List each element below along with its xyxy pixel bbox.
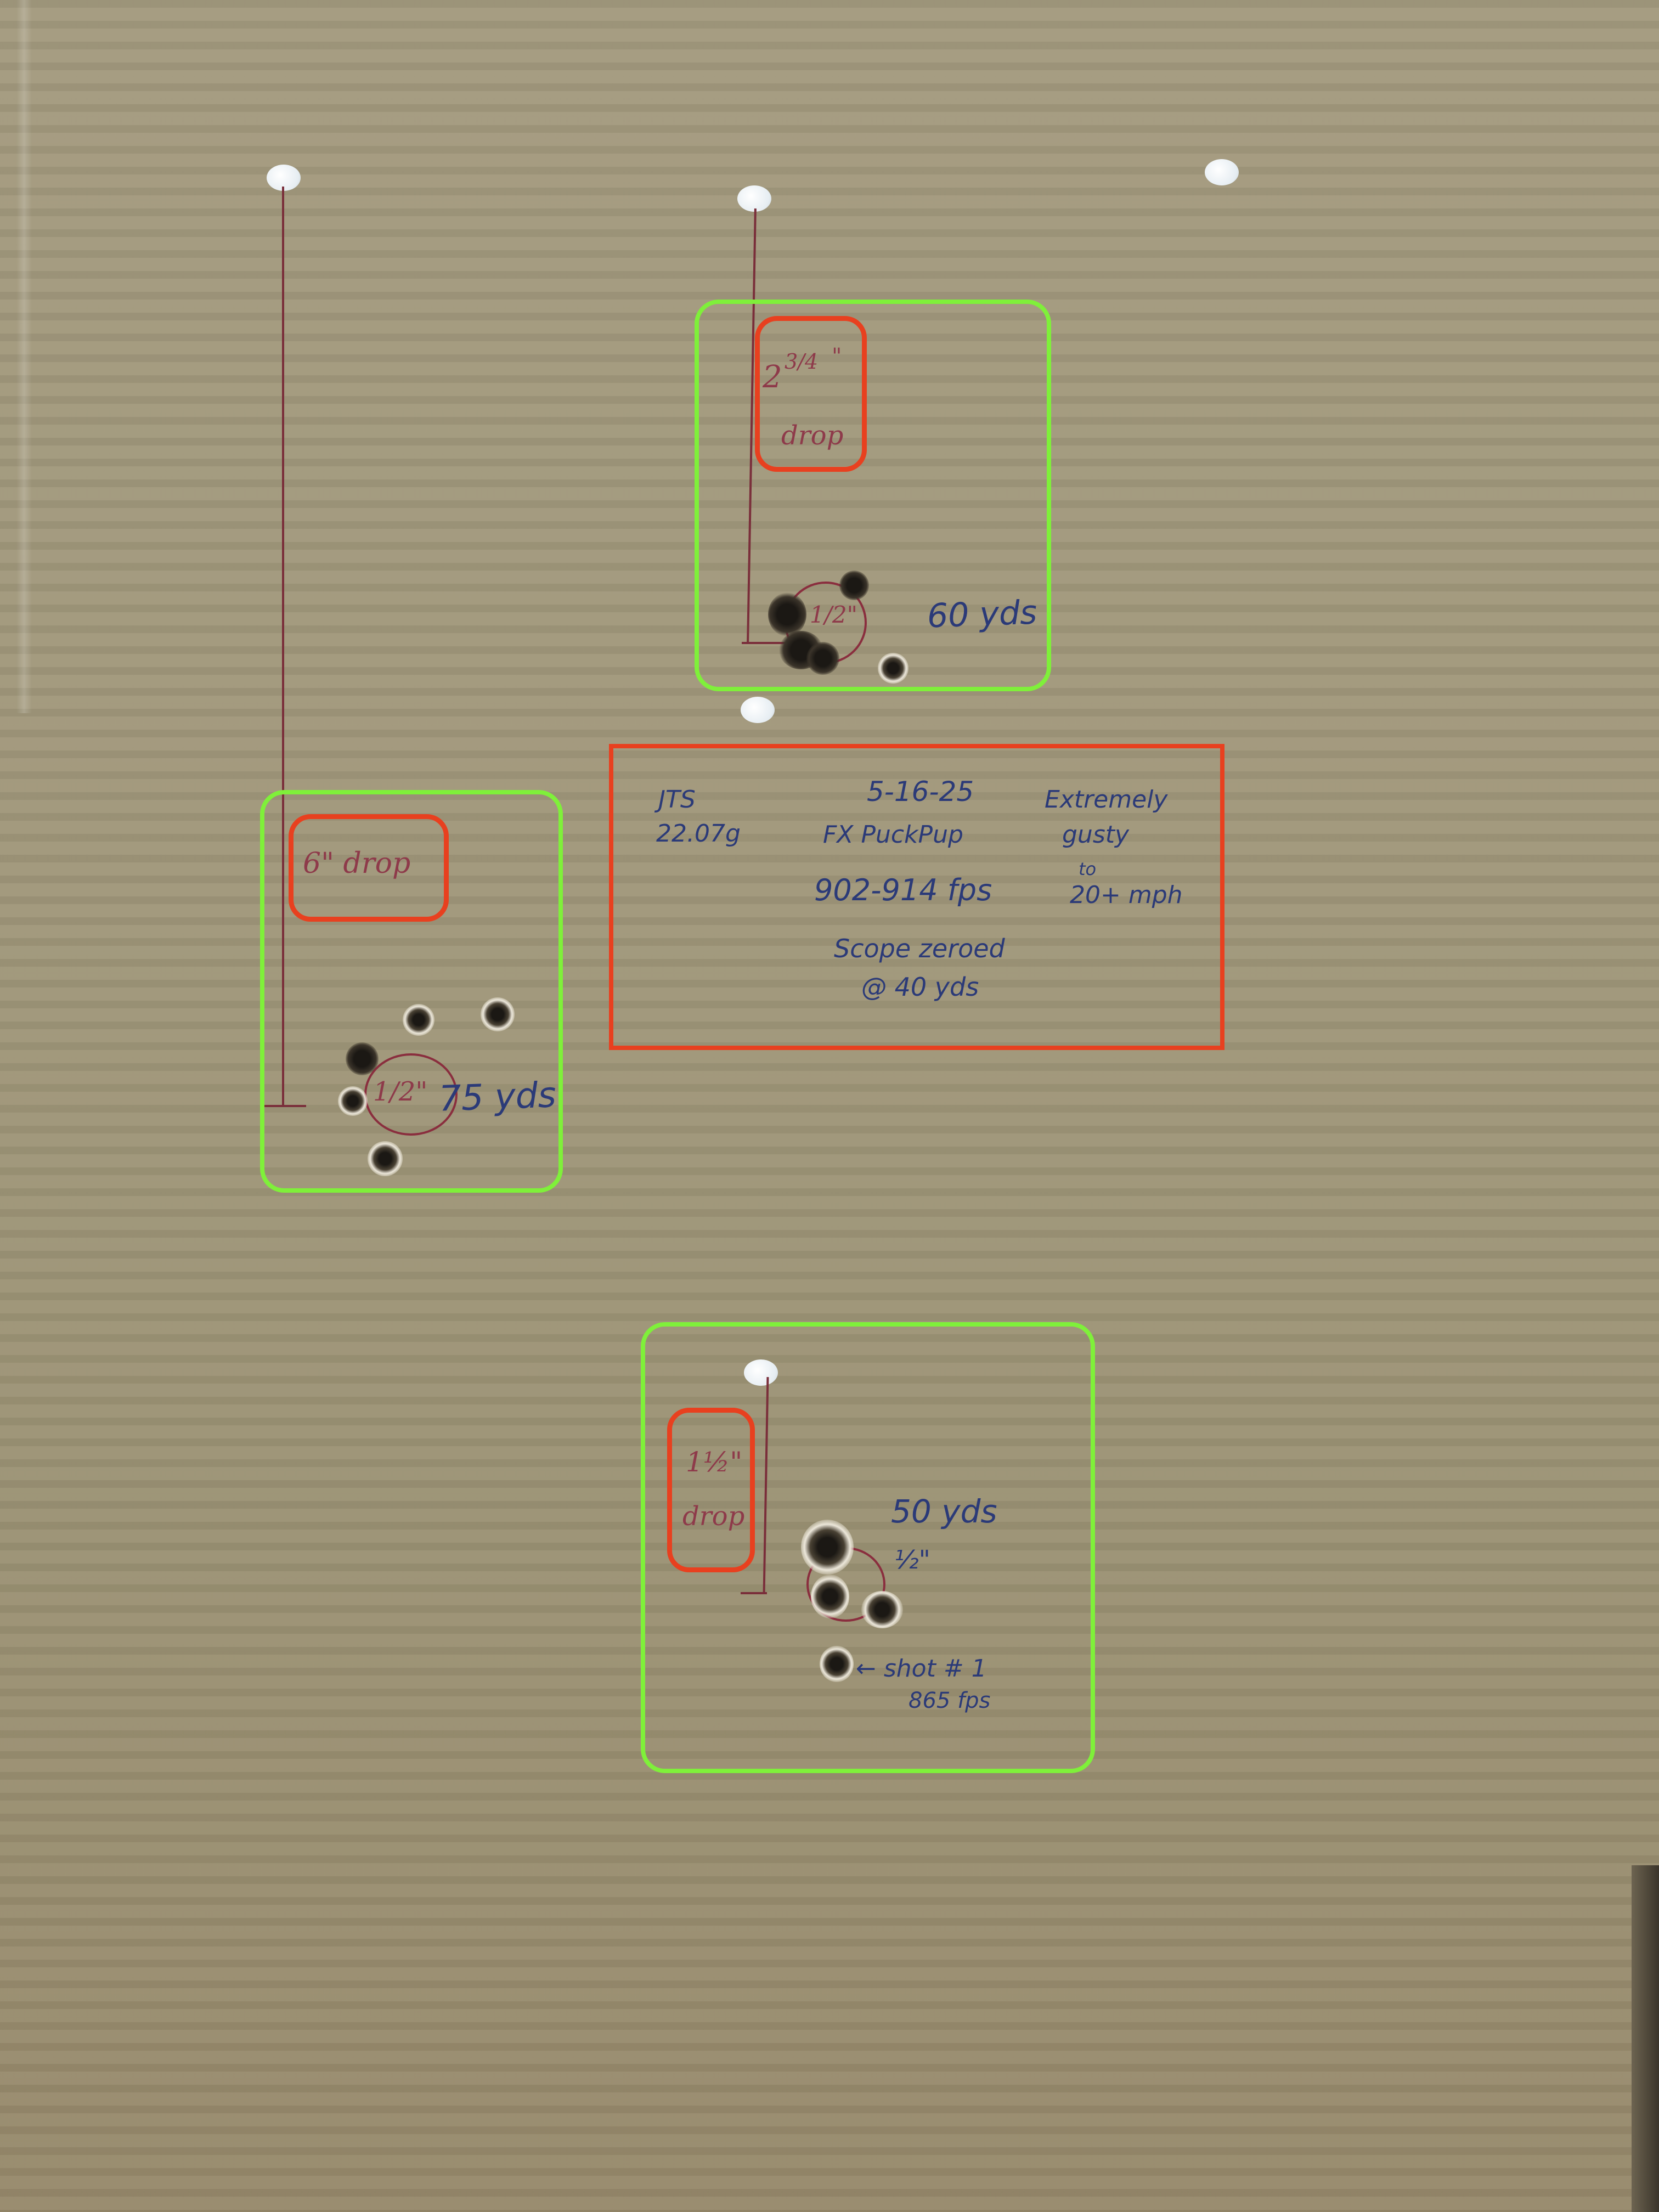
group-60yds-highlight: [695, 300, 1051, 691]
distance-75yds: 75 yds: [438, 1075, 557, 1120]
drop-50yds-highlight: [667, 1408, 755, 1572]
shot-1-note: ← shot # 1: [856, 1655, 987, 1683]
drop-50yds-word: drop: [682, 1501, 745, 1532]
bullet-hole-shot-1: [820, 1646, 854, 1682]
group-50yds-size: ½": [894, 1545, 930, 1575]
group-75yds-size: 1/2": [373, 1076, 428, 1107]
bullet-hole: [839, 571, 869, 600]
aim-point-60yds: [737, 185, 771, 212]
aim-point-extra: [741, 697, 775, 723]
bullet-hole: [768, 592, 806, 636]
bullet-hole: [368, 1141, 403, 1176]
bullet-hole: [806, 642, 839, 675]
notes-highlight: [609, 744, 1224, 1050]
bullet-hole: [861, 1591, 903, 1628]
bullet-hole: [878, 653, 909, 684]
wind-note-line-2: gusty: [1062, 821, 1130, 849]
drop-50yds-number: 1½": [686, 1446, 743, 1478]
drop-60yds-word: drop: [781, 420, 844, 451]
group-60yds-size: 1/2": [810, 601, 857, 628]
bullet-hole: [338, 1086, 368, 1116]
bullet-hole: [481, 997, 515, 1031]
group-75yds-highlight: [260, 790, 563, 1193]
drop-75yds-label: 6" drop: [303, 847, 411, 880]
drop-60yds-inch-mark: ": [832, 344, 842, 369]
group-50yds-highlight: [641, 1322, 1095, 1773]
drop-60yds-highlight: [755, 316, 867, 472]
drop-tick-60yds: [742, 642, 791, 644]
distance-50yds: 50 yds: [891, 1493, 997, 1530]
wind-note-line-3: to: [1079, 859, 1097, 879]
bullet-hole: [403, 1004, 435, 1036]
drop-60yds-number: 2: [763, 359, 782, 395]
zero-note-line-1: Scope zeroed: [834, 934, 1005, 963]
bullet-hole: [801, 1520, 854, 1575]
ammo-weight: 22.07g: [656, 820, 741, 848]
wind-note-line-1: Extremely: [1045, 786, 1168, 814]
wood-background-edge: [1632, 1865, 1659, 2212]
wind-note-line-4: 20+ mph: [1070, 881, 1183, 909]
aim-point-unused: [1205, 159, 1239, 185]
drop-60yds-fraction: 3/4: [785, 349, 819, 374]
session-date: 5-16-25: [867, 776, 974, 808]
drop-tick-50yds: [741, 1592, 767, 1594]
drop-tick-75yds: [262, 1105, 306, 1107]
ammo-brand: JTS: [658, 786, 696, 814]
velocity-range: 902-914 fps: [814, 873, 992, 907]
cardboard-crease: [16, 0, 32, 713]
aim-point-50yds: [744, 1359, 778, 1386]
drop-75yds-highlight: [289, 814, 449, 922]
zero-note-line-2: @ 40 yds: [861, 972, 979, 1002]
drop-line-75yds: [282, 187, 284, 1106]
distance-60yds: 60 yds: [926, 593, 1038, 636]
bullet-hole: [346, 1042, 379, 1075]
shot-1-velocity: 865 fps: [909, 1688, 991, 1713]
bullet-hole: [811, 1575, 849, 1618]
rifle-model: FX PuckPup: [823, 821, 963, 849]
